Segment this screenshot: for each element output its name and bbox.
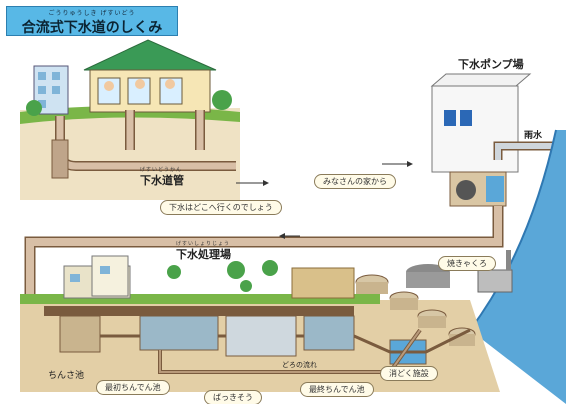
pump-station-label: 下水ポンプ場 [458,58,524,71]
disinfection-label: 消どく施設 [380,366,438,381]
house-ground [20,108,240,200]
from-homes-label: みなさんの家から [314,174,396,189]
surface-tank [291,267,355,299]
grit-chamber [59,315,101,353]
treatment-plant-label: 下水処理場 [176,248,231,261]
rainwater-label: 雨水 [524,131,543,141]
pump-station-icon [430,73,532,207]
sewer-pipe-label: 下水道管 [140,174,184,187]
primary-settling-label: 最初ちんでん池 [96,380,170,395]
house-icon [83,39,217,113]
manhole-shaft [51,139,69,179]
grit-chamber-label: ちんさ池 [48,371,85,381]
where-does-it-go-label: 下水はどこへ行くのでしょう [160,200,282,215]
incinerator-icon [406,250,513,293]
incinerator-label: 焼きゃくろ [438,256,496,271]
tree-icon [26,90,232,116]
sewer-pipe-ruby: げすいどうかん [140,167,183,173]
storage-tank-icon [355,274,476,346]
final-settling-label: 最終ちんでん池 [300,382,374,397]
title-ruby: ごうりゅうしき げすいどう [48,10,136,17]
primary-settling-tank [139,315,219,351]
water-flow-label: どろの流れ [282,361,317,369]
treatment-plant-ruby: げすいしょりじょう [176,241,231,247]
aeration-tank [225,315,297,357]
page-title: 合流式下水道のしくみ [21,20,163,36]
plant-building-icon [63,255,131,299]
aeration-tank-label: ばっきそう [204,390,262,404]
tree-icon [167,260,278,292]
river [470,130,566,404]
final-settling-tank [303,315,355,351]
title-banner: ごうりゅうしき げすいどう 合流式下水道のしくみ [6,6,178,36]
